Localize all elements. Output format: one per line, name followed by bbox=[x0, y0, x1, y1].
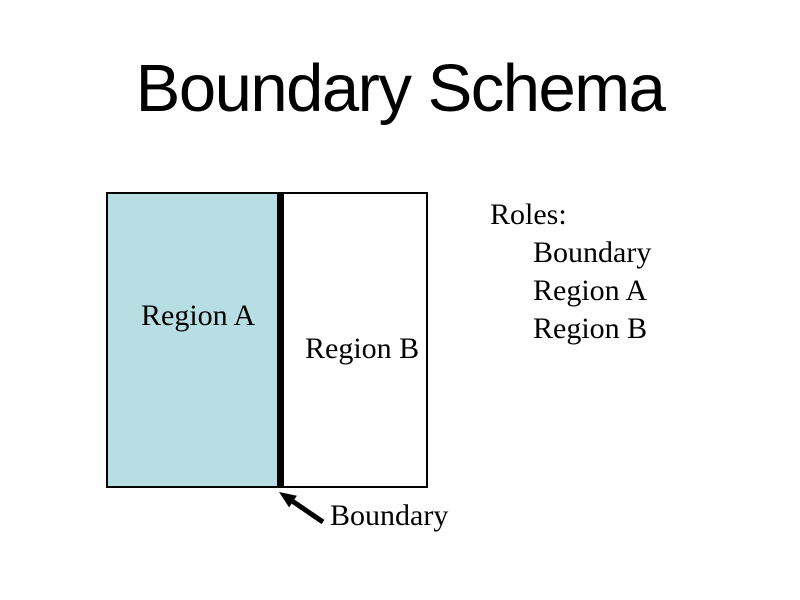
boundary-callout-label: Boundary bbox=[330, 499, 449, 532]
region-a-label: Region A bbox=[141, 299, 256, 332]
roles-heading: Roles: bbox=[490, 198, 567, 231]
region-a-area bbox=[108, 194, 277, 486]
schema-rectangle: Region A Region B bbox=[106, 192, 428, 488]
region-b-label: Region B bbox=[305, 332, 420, 365]
boundary-divider-line bbox=[277, 194, 284, 486]
slide-title: Boundary Schema bbox=[135, 51, 666, 126]
roles-item-boundary: Boundary bbox=[533, 236, 652, 269]
roles-item-region-a: Region A bbox=[533, 274, 648, 307]
roles-list: Roles: Boundary Region A Region B bbox=[490, 196, 651, 348]
roles-item-region-b: Region B bbox=[533, 312, 648, 345]
boundary-arrow-icon bbox=[279, 492, 325, 525]
